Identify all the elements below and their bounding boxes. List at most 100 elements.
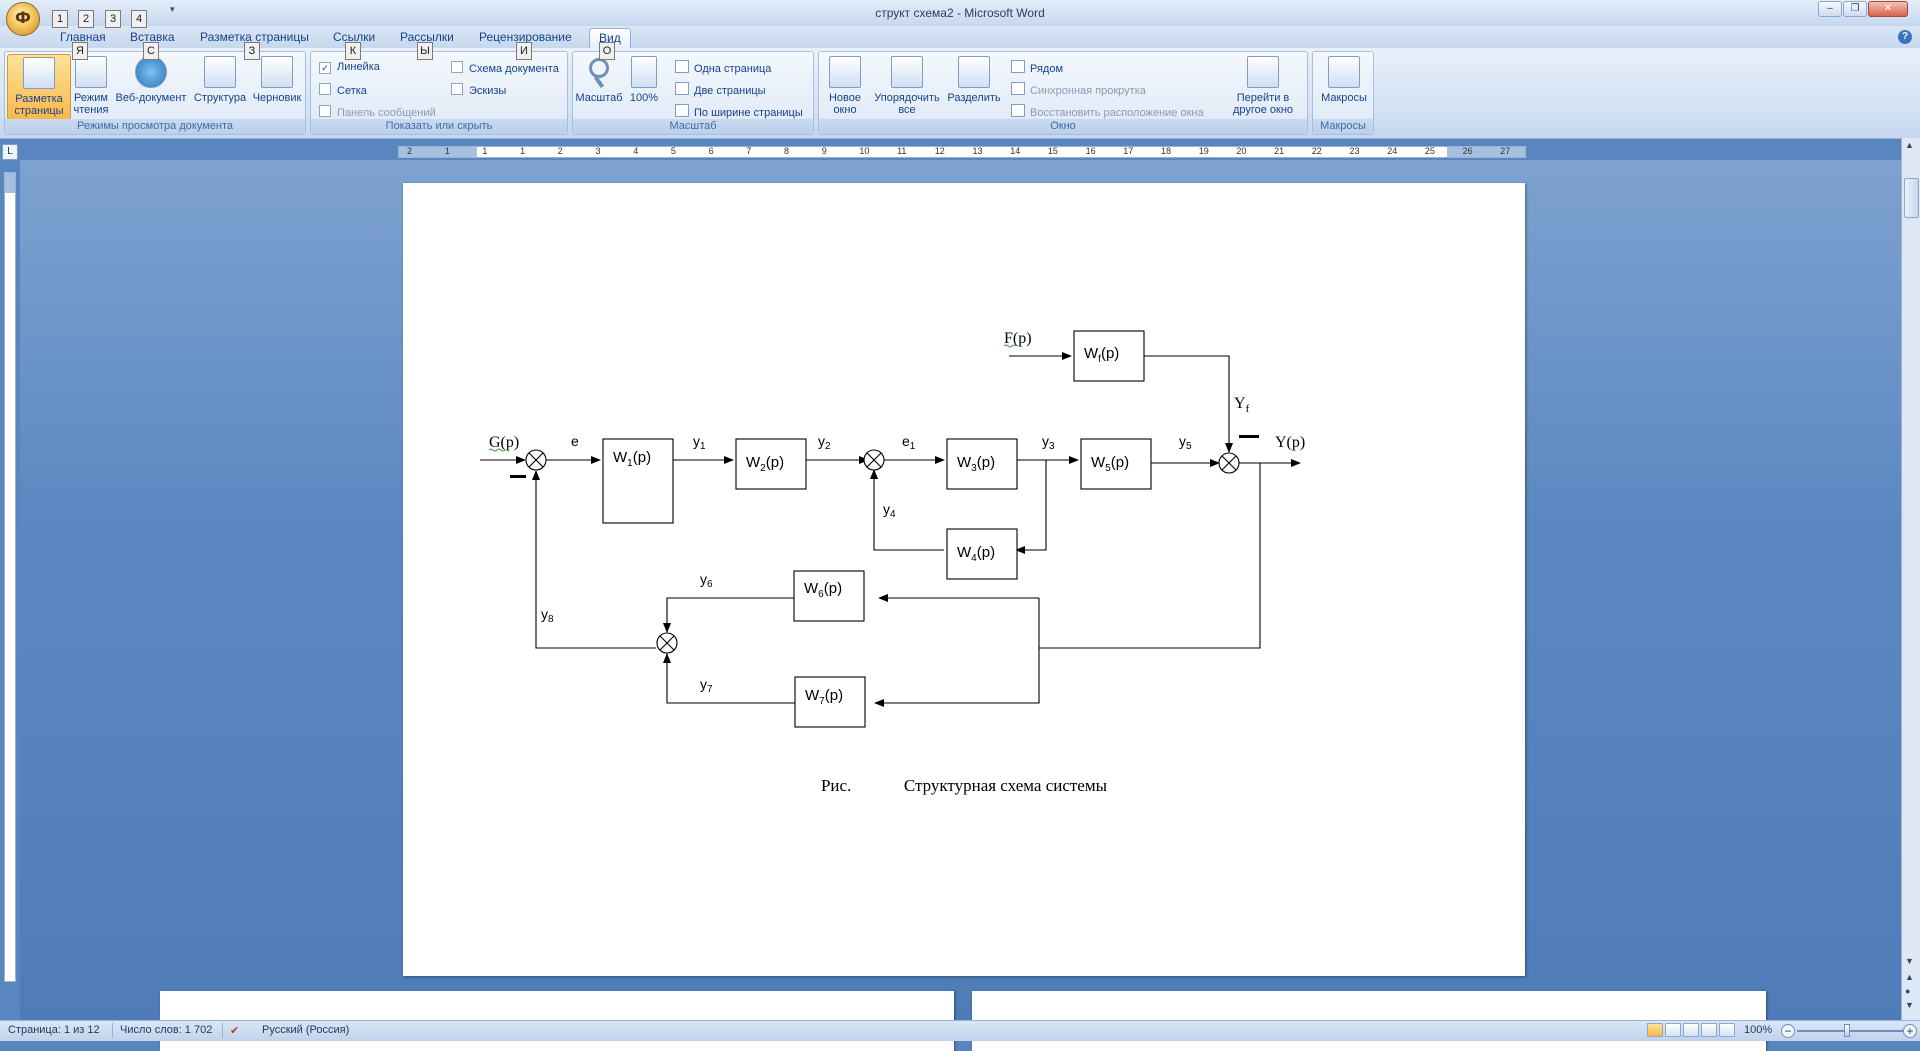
zoom-slider-thumb[interactable] [1844, 1024, 1850, 1037]
ribbon-tabs: Главная Вставка Разметка страницы Ссылки… [0, 26, 1920, 49]
tab-selector[interactable]: L [2, 144, 18, 160]
tab-insert[interactable]: Вставка [130, 30, 175, 44]
ruler-checkbox[interactable]: ✓Линейка [319, 61, 380, 74]
keytip: С [143, 42, 159, 60]
block-w5-label: W5(p) [1091, 454, 1129, 474]
message-bar-checkbox: Панель сообщений [319, 105, 436, 119]
switch-windows-button[interactable]: Перейти в другое окно [1223, 54, 1303, 116]
group-label: Режимы просмотра документа [5, 119, 305, 134]
qat-keytip: 1 [52, 10, 68, 28]
one-page-icon [675, 60, 689, 73]
ruler-number: 2 [407, 146, 413, 156]
group-label: Окно [819, 119, 1307, 134]
globe-icon [135, 56, 167, 88]
group-label: Макросы [1313, 119, 1373, 134]
arrange-all-icon [891, 56, 923, 88]
outline-button[interactable]: Структура [189, 54, 251, 104]
help-icon[interactable]: ? [1898, 30, 1912, 44]
ruler-number: 23 [1349, 146, 1360, 156]
block-w6-label: W6(p) [804, 580, 842, 600]
keytip: О [599, 42, 615, 60]
tab-page-layout[interactable]: Разметка страницы [200, 30, 309, 44]
web-layout-button[interactable]: Веб-документ [111, 54, 191, 104]
input-g-label: G(p) [489, 434, 519, 451]
scroll-thumb[interactable] [1904, 178, 1919, 218]
zoom-in-icon[interactable]: + [1903, 1024, 1917, 1038]
next-page-icon[interactable]: ▼ [1905, 1000, 1914, 1010]
group-zoom: Масштаб 100% Одна страница Две страницы … [572, 51, 814, 135]
print-layout-button[interactable]: Разметка страницы [7, 54, 71, 120]
zoom-100-button[interactable]: 100% [625, 54, 663, 104]
print-layout-view-icon[interactable] [1647, 1023, 1663, 1037]
print-layout-icon [23, 57, 55, 89]
page-count[interactable]: Страница: 1 из 12 [8, 1024, 100, 1036]
reading-view-icon[interactable] [1665, 1023, 1681, 1037]
web-view-icon[interactable] [1683, 1023, 1699, 1037]
draft-button[interactable]: Черновик [249, 54, 305, 104]
outline-view-icon[interactable] [1701, 1023, 1717, 1037]
checkmark-icon: ✓ [319, 62, 331, 74]
tab-references[interactable]: Ссылки [333, 30, 376, 44]
minus-sign [1239, 435, 1259, 438]
word-count[interactable]: Число слов: 1 702 [120, 1024, 213, 1036]
qat-customize-icon[interactable]: ▾ [170, 4, 175, 14]
keytip: И [516, 42, 532, 60]
browse-object-icon[interactable]: ● [1905, 986, 1911, 996]
signal-e-label: e [571, 433, 579, 449]
caption-label: Рис. [820, 776, 852, 795]
caption-text: Структурная схема системы [903, 776, 1108, 795]
tab-home[interactable]: Главная [60, 30, 106, 44]
signal-yf-label: Yf [1234, 395, 1250, 415]
zoom-out-icon[interactable]: − [1781, 1024, 1795, 1038]
two-pages-icon [675, 82, 689, 95]
maximize-button[interactable]: ❐ [1843, 1, 1867, 17]
gridlines-checkbox[interactable]: Сетка [319, 83, 367, 97]
ruler-number: 22 [1311, 146, 1322, 156]
signal-y2-label: y2 [818, 433, 831, 452]
status-bar: Страница: 1 из 12 Число слов: 1 702 ✔ Ру… [0, 1020, 1920, 1041]
split-button[interactable]: Разделить [943, 54, 1005, 104]
scroll-down-icon[interactable]: ▼ [1905, 956, 1914, 966]
page-width-button[interactable]: По ширине страницы [675, 104, 803, 119]
new-window-button[interactable]: Новое окно [823, 54, 867, 116]
one-page-button[interactable]: Одна страница [675, 60, 771, 75]
reading-mode-button[interactable]: Режим чтения [69, 54, 113, 116]
ruler-number: 11 [897, 146, 907, 156]
tab-mailings[interactable]: Рассылки [400, 30, 454, 44]
block-w1 [602, 438, 674, 524]
side-by-side-button[interactable]: Рядом [1011, 60, 1063, 75]
draft-view-icon[interactable] [1719, 1023, 1735, 1037]
minimize-button[interactable]: – [1818, 1, 1842, 17]
zoom-slider[interactable] [1797, 1030, 1903, 1032]
macros-button[interactable]: Макросы [1317, 54, 1371, 104]
summing-junction [863, 449, 885, 471]
close-button[interactable]: ✕ [1868, 1, 1908, 17]
ruler-number: 8 [784, 146, 790, 156]
ruler-number: 15 [1047, 146, 1058, 156]
macros-icon [1328, 56, 1360, 88]
office-button[interactable]: Ф [6, 2, 40, 36]
reset-position-button: Восстановить расположение окна [1011, 104, 1204, 119]
two-pages-button[interactable]: Две страницы [675, 82, 766, 97]
ruler-number: 5 [670, 146, 676, 156]
vertical-scrollbar[interactable]: ▲ ▼ ▲ ● ▼ [1901, 138, 1920, 1020]
group-label: Масштаб [573, 119, 813, 134]
zoom-button[interactable]: Масштаб [575, 54, 623, 104]
spellcheck-icon[interactable]: ✔ [230, 1025, 240, 1037]
document-page[interactable]: W1(p) W2(p) W3(p) W5(p) W4(p) Wf(p) W6(p… [403, 183, 1525, 976]
magnifier-icon [589, 58, 609, 78]
tab-review[interactable]: Рецензирование [479, 30, 572, 44]
scroll-up-icon[interactable]: ▲ [1905, 140, 1914, 150]
ruler-number: 26 [1462, 146, 1473, 156]
previous-page-icon[interactable]: ▲ [1905, 972, 1914, 982]
switch-windows-icon [1247, 56, 1279, 88]
document-map-checkbox[interactable]: Схема документа [451, 61, 559, 75]
thumbnails-checkbox[interactable]: Эскизы [451, 83, 506, 97]
ruler-number: 7 [746, 146, 752, 156]
zoom-level[interactable]: 100% [1744, 1024, 1773, 1036]
arrange-all-button[interactable]: Упорядочить все [867, 54, 947, 116]
summing-junction [656, 632, 678, 654]
language-indicator[interactable]: Русский (Россия) [262, 1024, 350, 1036]
vertical-ruler[interactable] [4, 172, 16, 982]
